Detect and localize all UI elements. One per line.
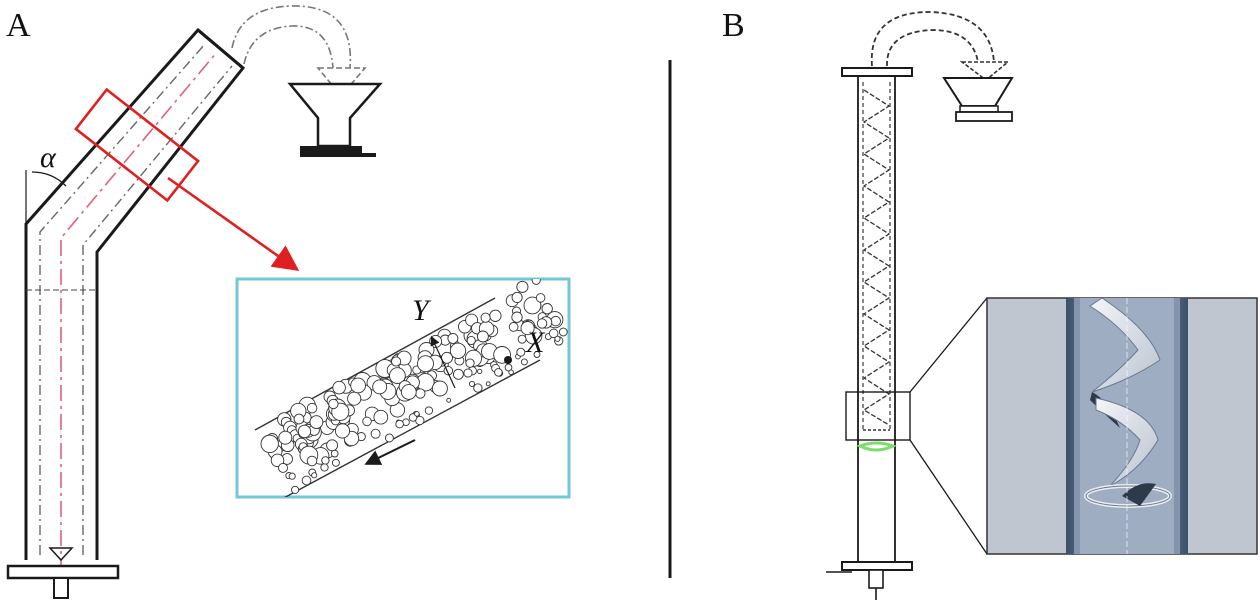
particle xyxy=(511,311,523,323)
collection-funnel-a xyxy=(287,82,383,157)
transfer-arrow-b xyxy=(870,11,1011,82)
particle xyxy=(301,475,312,486)
particle xyxy=(548,328,559,339)
particle xyxy=(321,456,330,465)
particle xyxy=(288,472,296,480)
particle xyxy=(373,409,389,425)
particle xyxy=(334,423,351,439)
particle xyxy=(516,280,529,293)
particle xyxy=(347,391,362,406)
y-axis-label: Y xyxy=(412,294,432,327)
particle xyxy=(550,315,561,327)
particle xyxy=(414,411,420,417)
particle xyxy=(533,351,541,358)
particle xyxy=(400,384,417,400)
particle xyxy=(278,430,293,445)
particle xyxy=(465,358,475,368)
particle xyxy=(541,303,553,315)
particle xyxy=(554,335,561,342)
particle xyxy=(531,279,541,285)
particle xyxy=(370,428,381,439)
particle xyxy=(332,380,346,395)
x-axis-label: X xyxy=(525,326,546,359)
particle xyxy=(477,368,483,375)
particle xyxy=(350,377,366,394)
zoom-box xyxy=(845,391,911,441)
particle xyxy=(508,322,519,332)
particle xyxy=(516,347,526,357)
callout-arrow xyxy=(167,176,300,272)
particle xyxy=(260,434,279,454)
particle xyxy=(395,419,404,429)
particle xyxy=(446,397,452,403)
particle xyxy=(536,318,548,329)
panel-b-label: B xyxy=(722,7,745,44)
particle xyxy=(447,332,459,344)
particle xyxy=(417,355,434,373)
particle xyxy=(504,363,513,372)
particle xyxy=(558,327,568,337)
screw-helix xyxy=(862,89,891,426)
particle xyxy=(535,293,546,303)
tube-centerline xyxy=(60,51,218,575)
particle xyxy=(431,380,448,397)
transfer-arrow-a xyxy=(231,5,367,98)
particle xyxy=(384,433,394,443)
particle xyxy=(320,463,329,472)
particle xyxy=(520,321,535,336)
particle xyxy=(489,309,502,322)
particle xyxy=(372,379,388,395)
particle xyxy=(331,458,340,467)
tube-inner-wall xyxy=(39,43,206,555)
tube-outer-wall xyxy=(24,27,246,560)
particle xyxy=(511,291,523,303)
vertical-screw-tube xyxy=(826,67,988,600)
inclined-tube-apparatus: α xyxy=(6,27,246,599)
particle xyxy=(362,416,372,427)
green-marker-ring xyxy=(856,441,897,452)
particle xyxy=(291,485,300,494)
particle xyxy=(476,330,489,343)
particle xyxy=(306,402,318,414)
particle xyxy=(311,472,318,479)
helix-blade-upper xyxy=(1089,298,1161,393)
particle xyxy=(468,380,476,387)
particle-flow-inset: Y X xyxy=(235,277,571,499)
collection-funnel-b xyxy=(942,77,1014,122)
particle xyxy=(494,368,503,377)
particle xyxy=(480,312,491,323)
particle xyxy=(463,368,473,378)
particle xyxy=(473,383,483,393)
particle xyxy=(306,455,318,467)
flow-direction-arrow xyxy=(364,439,416,465)
particle xyxy=(389,367,406,384)
angle-alpha-label: α xyxy=(40,141,57,174)
particle xyxy=(297,424,312,439)
particle xyxy=(328,398,339,410)
base-flange xyxy=(6,564,120,580)
panel-a-label: A xyxy=(6,7,31,44)
particle xyxy=(517,334,527,344)
particle xyxy=(485,381,491,387)
particle xyxy=(278,462,288,473)
particle xyxy=(293,413,305,425)
particle xyxy=(415,388,426,399)
screw-render-inset xyxy=(986,297,1258,555)
highlight-box xyxy=(74,87,200,203)
particle xyxy=(520,358,528,366)
particle xyxy=(523,296,542,315)
particle xyxy=(424,406,434,415)
particle xyxy=(309,415,324,429)
granular-particles xyxy=(260,279,568,494)
particle xyxy=(326,439,339,452)
particle xyxy=(466,335,476,346)
particle xyxy=(391,356,402,367)
particle xyxy=(508,369,514,375)
particle xyxy=(449,342,467,359)
particle xyxy=(452,368,464,380)
